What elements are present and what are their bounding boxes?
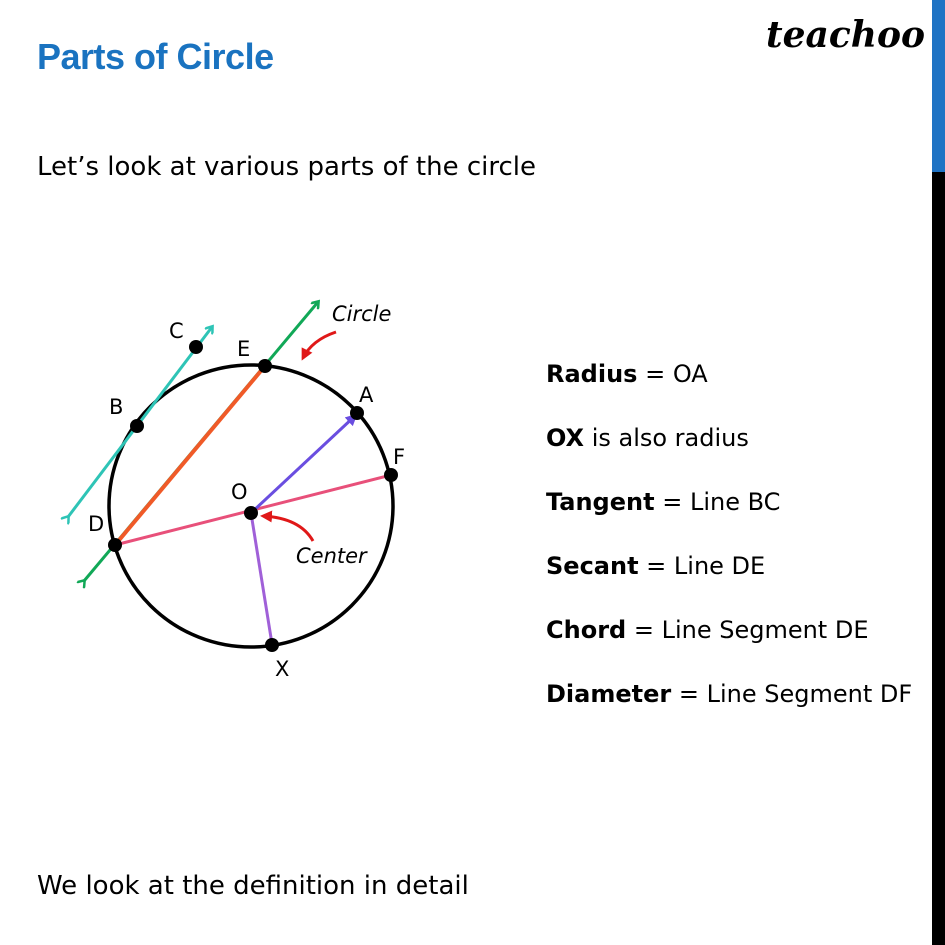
definition-text: = Line BC (654, 488, 781, 516)
point-a-dot (350, 406, 364, 420)
definition-tangent: Tangent = Line BC (546, 488, 926, 552)
definition-term: Radius (546, 360, 638, 388)
circle-label: Circle (332, 302, 391, 326)
label-f: F (393, 445, 405, 469)
label-x: X (275, 657, 289, 681)
label-d: D (88, 512, 104, 536)
intro-text: Let’s look at various parts of the circl… (37, 152, 537, 182)
definition-diameter: Diameter = Line Segment DF (546, 680, 926, 744)
definition-term: OX (546, 424, 585, 452)
definition-term: Secant (546, 552, 639, 580)
definition-term: Tangent (546, 488, 655, 516)
radius-ox (249, 512, 274, 645)
definition-secant: Secant = Line DE (546, 552, 926, 616)
chord-segment-de (113, 364, 267, 547)
sidebar-accent-bar (932, 0, 945, 172)
center-label: Center (296, 544, 368, 568)
definition-term: Diameter (546, 680, 672, 708)
label-e: E (237, 337, 250, 361)
definition-text: = Line DE (638, 552, 766, 580)
definition-radius: Radius = OA (546, 360, 926, 424)
point-x-dot (265, 638, 279, 652)
definitions-list: Radius = OA OX is also radius Tangent = … (546, 360, 926, 744)
definition-ox: OX is also radius (546, 424, 926, 488)
label-c: C (169, 319, 184, 343)
point-c-dot (189, 340, 203, 354)
brand-logo: teachoo (766, 14, 925, 56)
point-e-dot (258, 359, 272, 373)
point-d-dot (108, 538, 122, 552)
page-title: Parts of Circle (37, 36, 274, 77)
definition-term: Chord (546, 616, 627, 644)
footer-text: We look at the definition in detail (37, 871, 469, 901)
definition-text: = Line Segment DE (626, 616, 869, 644)
label-o: O (231, 480, 248, 504)
radius-oa (249, 413, 358, 515)
point-f-dot (384, 468, 398, 482)
point-b-dot (130, 419, 144, 433)
center-annotation-arrow (260, 510, 315, 542)
definition-text: = OA (637, 360, 708, 388)
label-b: B (109, 395, 123, 419)
circle-annotation-arrow (301, 330, 337, 361)
point-o-dot (244, 506, 258, 520)
sidebar-scroll-track (932, 172, 945, 945)
label-a: A (359, 383, 374, 407)
definition-chord: Chord = Line Segment DE (546, 616, 926, 680)
definition-text: = Line Segment DF (671, 680, 913, 708)
definition-text: is also radius (584, 424, 749, 452)
